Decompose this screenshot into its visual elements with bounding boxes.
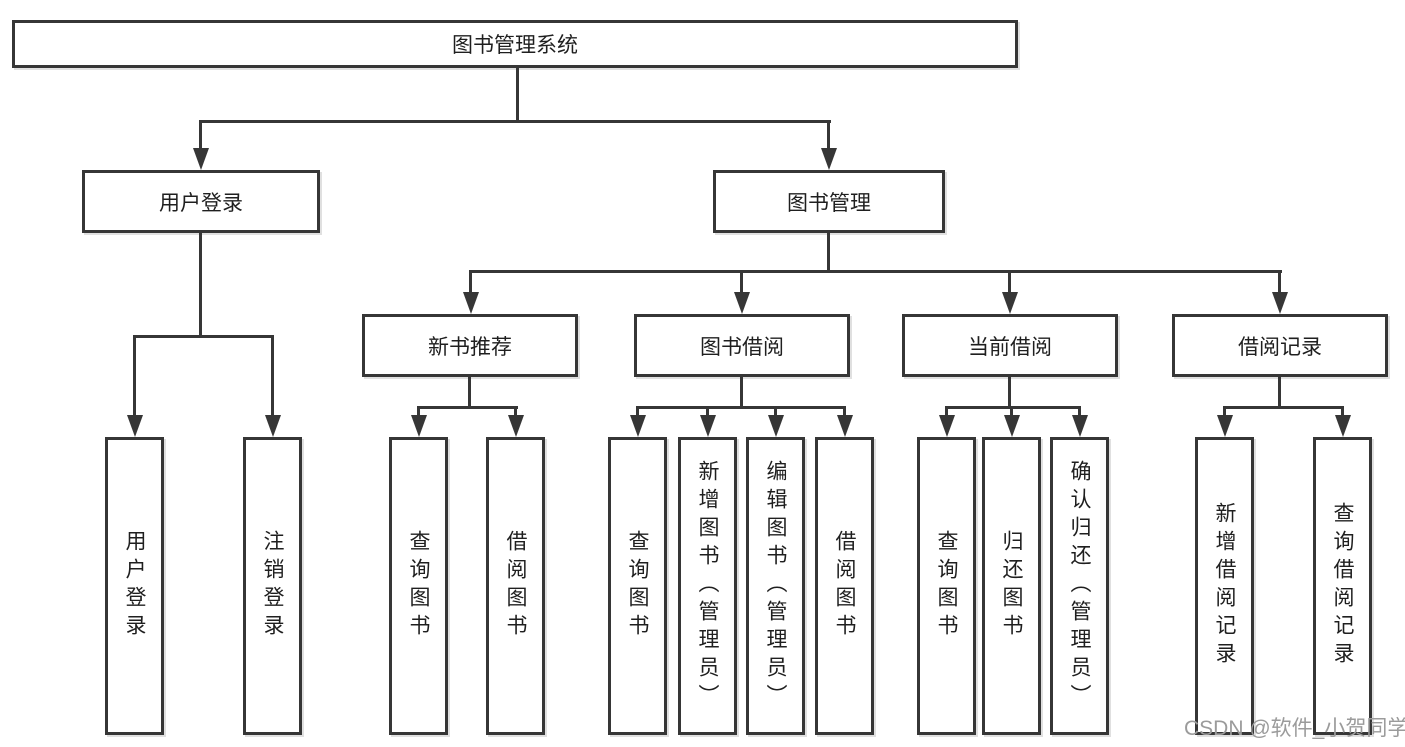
connector-book-mgmt-drop bbox=[827, 231, 830, 272]
node-label: 查询借阅记录 bbox=[1331, 502, 1355, 670]
arrow-down-icon bbox=[630, 415, 646, 437]
node-label: 编辑图书（管理员） bbox=[764, 460, 788, 712]
connector-shaft bbox=[843, 407, 846, 417]
connector-shaft bbox=[199, 121, 202, 150]
node-current-borrowing: 当前借阅 bbox=[902, 314, 1118, 377]
node-label: 图书借阅 bbox=[700, 335, 784, 359]
connector-shaft bbox=[1078, 407, 1081, 417]
connector-user-login-drop bbox=[199, 231, 202, 337]
connector-shaft bbox=[1341, 407, 1344, 417]
leaf-nbr-borrow-books: 借阅图书 bbox=[486, 437, 545, 735]
connector-bb-drop bbox=[740, 375, 743, 408]
node-new-book-recommend: 新书推荐 bbox=[362, 314, 578, 377]
node-book-management: 图书管理 bbox=[713, 170, 945, 233]
connector-cb-drop bbox=[1008, 375, 1011, 408]
leaf-bb-add-books-admin: 新增图书（管理员） bbox=[678, 437, 737, 735]
csdn-watermark: CSDN @软件_小贺同学 bbox=[1184, 717, 1405, 740]
arrow-down-icon bbox=[1072, 415, 1088, 437]
arrow-down-icon bbox=[1217, 415, 1233, 437]
connector-shaft bbox=[945, 407, 948, 417]
node-label: 查询图书 bbox=[407, 530, 431, 642]
connector-shaft bbox=[1223, 407, 1226, 417]
arrow-down-icon bbox=[768, 415, 784, 437]
node-label: 借阅图书 bbox=[833, 530, 857, 642]
connector-shaft bbox=[514, 407, 517, 417]
node-user-login: 用户登录 bbox=[82, 170, 320, 233]
connector-bb-bar bbox=[636, 406, 846, 409]
connector-shaft bbox=[133, 336, 136, 417]
node-label: 确认归还（管理员） bbox=[1068, 460, 1092, 712]
connector-shaft bbox=[827, 121, 830, 150]
connector-nbr-drop bbox=[468, 375, 471, 408]
node-label: 新增图书（管理员） bbox=[696, 460, 720, 712]
arrow-down-icon bbox=[734, 292, 750, 314]
leaf-bb-borrow-books: 借阅图书 bbox=[815, 437, 874, 735]
leaf-cb-query-books: 查询图书 bbox=[917, 437, 976, 735]
leaf-br-query-record: 查询借阅记录 bbox=[1313, 437, 1372, 735]
arrow-down-icon bbox=[193, 148, 209, 170]
leaf-bb-query-books: 查询图书 bbox=[608, 437, 667, 735]
arrow-down-icon bbox=[939, 415, 955, 437]
node-label: 用户登录 bbox=[123, 530, 147, 642]
leaf-nbr-query-books: 查询图书 bbox=[389, 437, 448, 735]
leaf-cb-confirm-return-admin: 确认归还（管理员） bbox=[1050, 437, 1109, 735]
connector-shaft bbox=[774, 407, 777, 417]
connector-shaft bbox=[706, 407, 709, 417]
arrow-down-icon bbox=[1002, 292, 1018, 314]
leaf-bb-edit-books-admin: 编辑图书（管理员） bbox=[746, 437, 805, 735]
node-label: 新书推荐 bbox=[428, 335, 512, 359]
arrow-down-icon bbox=[700, 415, 716, 437]
arrow-down-icon bbox=[1004, 415, 1020, 437]
connector-shaft bbox=[417, 407, 420, 417]
node-label: 当前借阅 bbox=[968, 335, 1052, 359]
arrow-down-icon bbox=[821, 148, 837, 170]
connector-shaft bbox=[636, 407, 639, 417]
connector-nbr-bar bbox=[417, 406, 518, 409]
node-label: 借阅图书 bbox=[504, 530, 528, 642]
arrow-down-icon bbox=[411, 415, 427, 437]
node-library-management-system: 图书管理系统 bbox=[12, 20, 1018, 68]
node-label: 图书管理系统 bbox=[452, 34, 578, 57]
node-borrowing-records: 借阅记录 bbox=[1172, 314, 1388, 377]
connector-shaft bbox=[1010, 407, 1013, 417]
connector-root-bar bbox=[199, 120, 831, 123]
arrow-down-icon bbox=[508, 415, 524, 437]
node-label: 查询图书 bbox=[626, 530, 650, 642]
node-label: 查询图书 bbox=[935, 530, 959, 642]
arrow-down-icon bbox=[1335, 415, 1351, 437]
arrow-down-icon bbox=[1272, 292, 1288, 314]
node-label: 用户登录 bbox=[159, 191, 243, 215]
leaf-user-login: 用户登录 bbox=[105, 437, 164, 735]
node-book-borrowing: 图书借阅 bbox=[634, 314, 850, 377]
node-label: 注销登录 bbox=[261, 530, 285, 642]
node-label: 借阅记录 bbox=[1238, 335, 1322, 359]
connector-shaft bbox=[469, 271, 472, 294]
arrow-down-icon bbox=[127, 415, 143, 437]
node-label: 归还图书 bbox=[1000, 530, 1024, 642]
connector-book-mgmt-bar bbox=[469, 270, 1282, 273]
leaf-logout: 注销登录 bbox=[243, 437, 302, 735]
connector-shaft bbox=[740, 271, 743, 294]
connector-shaft bbox=[1278, 271, 1281, 294]
leaf-br-add-record: 新增借阅记录 bbox=[1195, 437, 1254, 735]
connector-br-bar bbox=[1223, 406, 1344, 409]
connector-cb-bar bbox=[945, 406, 1081, 409]
node-label: 图书管理 bbox=[787, 191, 871, 215]
connector-shaft bbox=[1008, 271, 1011, 294]
connector-user-login-bar bbox=[133, 335, 274, 338]
arrow-down-icon bbox=[837, 415, 853, 437]
leaf-cb-return-books: 归还图书 bbox=[982, 437, 1041, 735]
arrow-down-icon bbox=[265, 415, 281, 437]
connector-root-drop bbox=[516, 66, 519, 122]
arrow-down-icon bbox=[463, 292, 479, 314]
connector-shaft bbox=[271, 336, 274, 417]
node-label: 新增借阅记录 bbox=[1213, 502, 1237, 670]
connector-br-drop bbox=[1278, 375, 1281, 408]
